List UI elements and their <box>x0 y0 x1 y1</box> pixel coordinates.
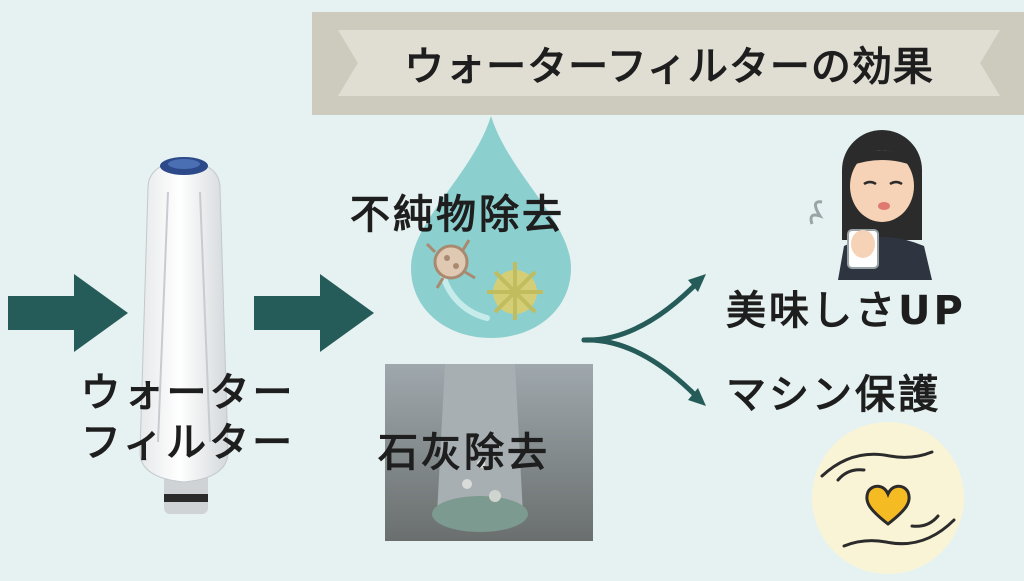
water-drop-icon <box>411 116 571 338</box>
arrow-right-icon <box>8 274 128 352</box>
arrow-right-icon <box>254 274 374 352</box>
title-banner: ウォーターフィルターの効果 <box>312 12 1024 115</box>
water-filter-image <box>139 157 229 514</box>
filter-label-line-2: フィルター <box>80 420 296 466</box>
germ-icon <box>425 239 476 289</box>
branch-arrows-icon <box>581 274 706 406</box>
result-machine-label: マシン保護 <box>726 372 941 418</box>
result-taste-label: 美味しさUP <box>726 288 966 334</box>
woman-drinking-icon <box>809 130 932 280</box>
effect-limescale-label: 石灰除去 <box>378 430 550 476</box>
limescale-photo <box>385 364 593 541</box>
hands-heart-icon <box>812 422 964 574</box>
title-ribbon: ウォーターフィルターの効果 <box>338 30 1000 96</box>
filter-label: ウォーター フィルター <box>58 368 318 468</box>
filter-label-line-1: ウォーター <box>80 370 296 416</box>
effect-impurity-label: 不純物除去 <box>350 192 565 238</box>
page-title: ウォーターフィルターの効果 <box>404 44 934 90</box>
heart-icon <box>865 484 911 526</box>
germ-icon <box>487 262 543 320</box>
